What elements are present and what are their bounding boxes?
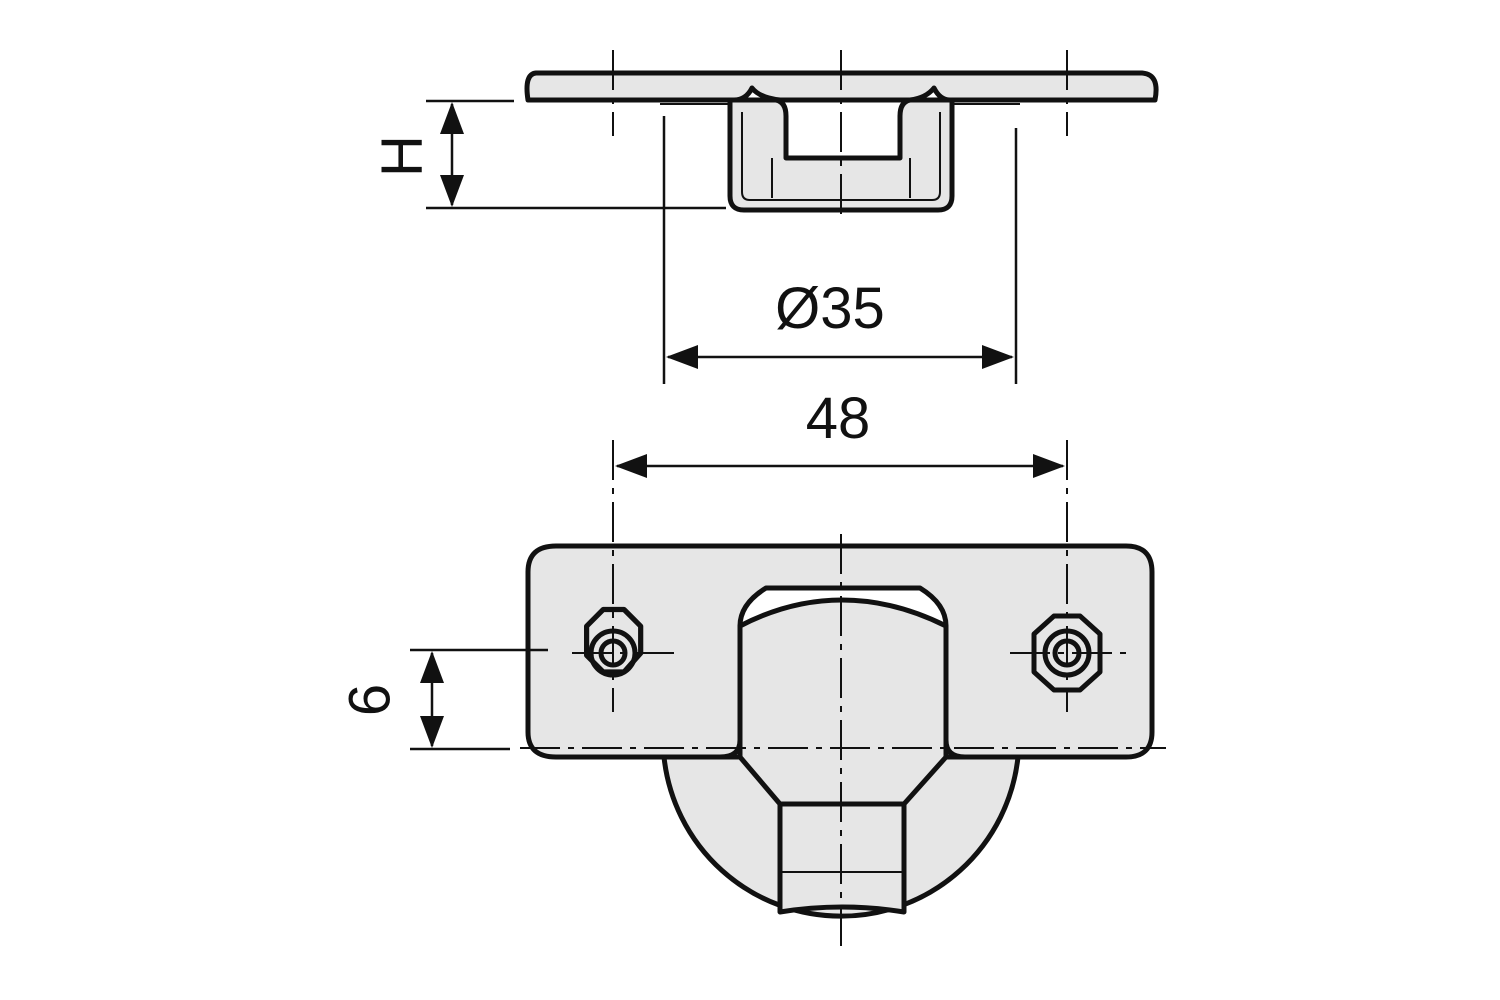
offset-dimension-label: 6 (338, 684, 403, 716)
plan-view-plate (525, 543, 1155, 760)
plan-view: 48 6 (338, 386, 1166, 946)
side-view-cup-floor (771, 158, 911, 198)
diameter-arrow-left (666, 345, 698, 369)
offset-arrow-top (420, 651, 444, 683)
diameter-dimension-label: Ø35 (775, 276, 885, 341)
side-view: H Ø35 (370, 50, 1159, 384)
height-arrow-bottom (440, 175, 464, 207)
height-arrow-top (440, 102, 464, 134)
diameter-arrow-right (982, 345, 1014, 369)
spacing-arrow-left (615, 454, 647, 478)
spacing-arrow-right (1033, 454, 1065, 478)
side-view-cup (727, 97, 955, 213)
spacing-dimension-label: 48 (806, 386, 871, 451)
height-dimension-label: H (370, 135, 435, 177)
screw-hole-right-outer (1031, 613, 1103, 693)
offset-arrow-bottom (420, 716, 444, 748)
plan-view-cup-center (737, 597, 949, 807)
